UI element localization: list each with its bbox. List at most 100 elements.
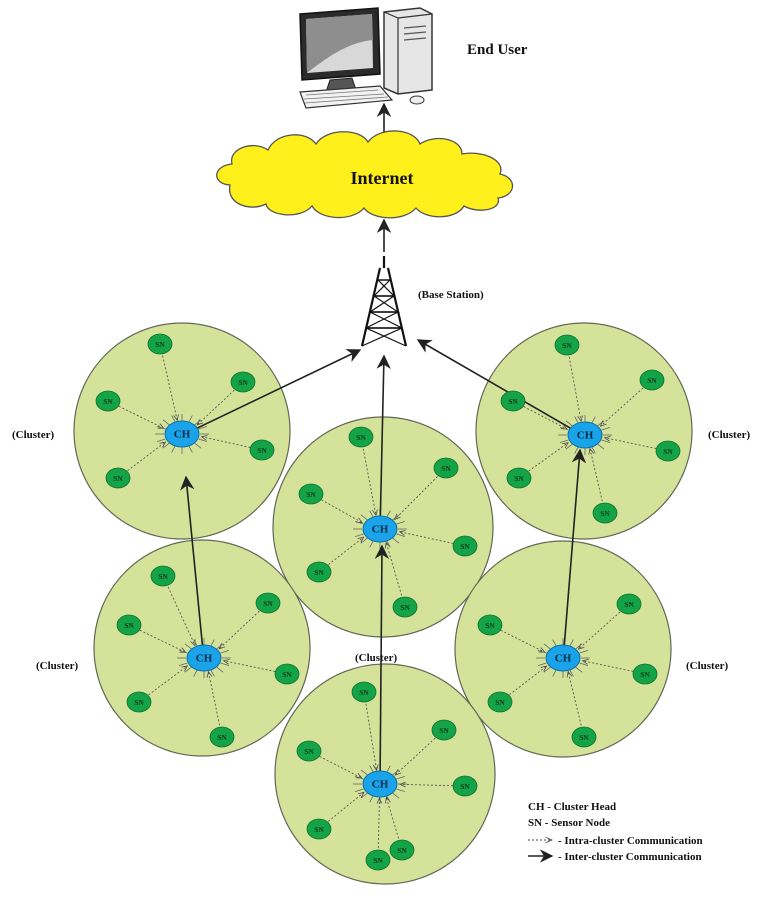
ch-signal-burst	[565, 420, 573, 427]
inter-link-bottom-left	[180, 475, 204, 646]
sensor-node-top-right-4	[506, 467, 532, 489]
cluster-head-label: CH	[372, 779, 389, 791]
ch-signal-burst	[360, 769, 368, 776]
cluster-head-bottom-center	[362, 770, 398, 798]
sensor-node-label: SN	[373, 856, 383, 865]
sensor-node-label: SN	[460, 542, 470, 551]
ch-signal-burst	[559, 426, 569, 431]
ch-signal-burst	[369, 540, 374, 548]
sensor-node-bottom-right-0	[616, 593, 642, 615]
ch-signal-burst	[184, 666, 192, 673]
ch-signal-burst	[579, 649, 589, 654]
intra-link-bottom-left-1	[219, 602, 269, 649]
legend-inter: - Inter-cluster Communication	[558, 851, 702, 863]
ch-signal-burst	[156, 425, 166, 430]
intra-link-bottom-left-5	[208, 672, 223, 738]
ch-signal-burst	[601, 439, 611, 444]
ch-signal-burst	[194, 419, 202, 426]
sensor-node-label: SN	[485, 621, 495, 630]
sensor-node-label: SN	[514, 474, 524, 483]
sensor-node-label: SN	[306, 490, 316, 499]
sensor-node-middle-center-3	[452, 535, 478, 557]
cluster-head-top-right	[567, 421, 603, 449]
ch-signal-burst	[354, 788, 364, 793]
sensor-node-label: SN	[400, 603, 410, 612]
ch-signal-burst	[162, 419, 170, 426]
sensor-node-bottom-center-3	[452, 775, 478, 797]
inter-link-top-left	[196, 349, 362, 430]
sensor-node-bottom-left-5	[209, 726, 235, 748]
ch-signal-burst	[575, 666, 583, 673]
ch-signal-burst	[579, 662, 589, 667]
cluster-head-label: CH	[555, 653, 572, 665]
ch-signal-burst	[392, 537, 400, 544]
sensor-node-label: SN	[359, 688, 369, 697]
intra-link-middle-center-0	[360, 436, 376, 515]
ch-signal-burst	[184, 643, 192, 650]
end-user-label: End User	[467, 42, 528, 58]
ch-signal-burst	[575, 643, 583, 650]
inter-link-top-right	[416, 339, 572, 430]
sensor-node-bottom-left-4	[126, 691, 152, 713]
cluster-label-middle: (Cluster)	[355, 652, 397, 664]
ch-signal-burst	[591, 446, 596, 454]
inter-link-bottom-center	[374, 544, 390, 772]
sensor-node-label: SN	[460, 782, 470, 791]
sensor-node-bottom-right-3	[487, 691, 513, 713]
cluster-label-top-left: (Cluster)	[12, 429, 54, 441]
sensor-node-label: SN	[155, 340, 165, 349]
inter-cluster-links	[180, 339, 587, 772]
ch-signal-burst	[543, 643, 551, 650]
inter-link-middle-center	[376, 354, 391, 517]
ch-signal-burst	[591, 416, 596, 424]
sensor-node-bottom-center-4	[306, 818, 332, 840]
ch-signal-burst	[220, 649, 230, 654]
intra-link-bottom-center-0	[363, 691, 377, 770]
intra-link-bottom-center-1	[395, 729, 445, 775]
ch-signal-burst	[537, 662, 547, 667]
intra-link-bottom-right-2	[583, 661, 646, 675]
internet-label: Internet	[351, 168, 414, 188]
ch-signal-burst	[193, 669, 198, 677]
ch-signal-burst	[216, 643, 224, 650]
ch-signal-burst	[354, 533, 364, 538]
ch-signal-burst	[574, 416, 579, 424]
cluster-head-bottom-left	[186, 644, 222, 672]
sensor-node-bottom-left-2	[116, 614, 142, 636]
intra-link-bottom-left-0	[162, 575, 196, 645]
intra-link-bottom-center-3	[400, 784, 466, 786]
ch-signal-burst	[198, 425, 208, 430]
sensor-node-top-right-2	[500, 390, 526, 412]
ch-signal-burst	[537, 649, 547, 654]
ch-signal-burst	[360, 537, 368, 544]
ch-signal-burst	[198, 438, 208, 443]
intra-link-top-right-5	[590, 449, 606, 514]
cluster-label-top-right: (Cluster)	[708, 429, 750, 441]
ch-signal-burst	[188, 445, 193, 453]
ch-signal-burst	[597, 443, 605, 450]
sensor-node-top-right-0	[554, 334, 580, 356]
sensor-node-bottom-center-1	[431, 719, 457, 741]
intra-link-top-right-0	[566, 344, 581, 421]
sensor-node-top-left-1	[230, 371, 256, 393]
sensor-node-label: SN	[439, 726, 449, 735]
sensor-node-label: SN	[579, 733, 589, 742]
ch-signal-burst	[396, 520, 406, 525]
sensor-node-label: SN	[508, 397, 518, 406]
sensor-node-middle-center-4	[306, 561, 332, 583]
cluster-head-label: CH	[196, 653, 213, 665]
sensor-node-label: SN	[314, 825, 324, 834]
inter-link-bottom-right	[563, 448, 587, 646]
ch-signal-burst	[178, 649, 188, 654]
sensor-node-label: SN	[495, 698, 505, 707]
sensor-node-label: SN	[238, 378, 248, 387]
ch-signal-burst	[386, 510, 391, 518]
sensor-node-bottom-center-6	[365, 849, 391, 871]
legend: CH - Cluster Head SN - Sensor Node - Int…	[528, 801, 703, 863]
sensor-node-middle-center-5	[392, 596, 418, 618]
ch-signal-burst	[392, 769, 400, 776]
cluster-head-middle-center	[362, 515, 398, 543]
sensor-node-label: SN	[663, 447, 673, 456]
